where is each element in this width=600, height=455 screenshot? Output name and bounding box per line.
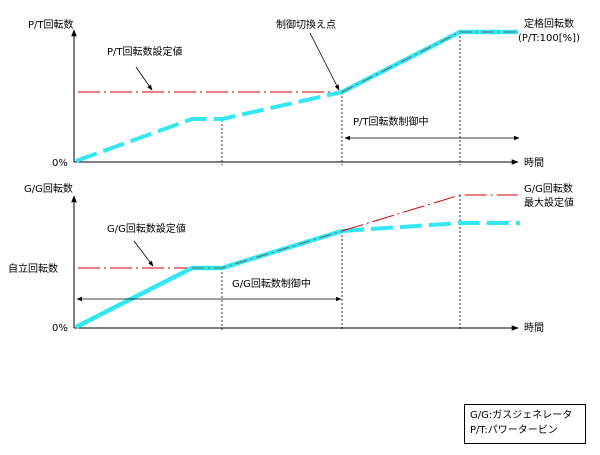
- top-x-axis-label: 時間: [524, 157, 544, 169]
- rated-speed-label: 定格回転数: [524, 17, 574, 30]
- pt-speed-controlled: [340, 29, 518, 95]
- top-y-axis-label: P/T回転数: [28, 18, 74, 31]
- gg-idle-label: 自立回転数: [8, 262, 58, 275]
- switch-point-pointer: [309, 32, 340, 91]
- gg-setpoint-label: G/G回転数設定値: [107, 222, 186, 235]
- abbreviation-legend: G/G:ガスジェネレータ P/T:パワータービン: [464, 404, 586, 444]
- gg-setpoint-overlay: [192, 230, 343, 269]
- bottom-chart: G/G回転数 0% 時間 自立回転数 G/G回転数設定値 G/G回転数制御中 G…: [8, 182, 574, 334]
- bottom-zero-label: 0%: [52, 323, 68, 334]
- bottom-x-axis-label: 時間: [524, 322, 544, 334]
- switch-point-label: 制御切換え点: [276, 18, 336, 31]
- rated-speed-sub-label: (P/T:100[%]): [518, 33, 580, 44]
- gg-max-setpoint-label-2: 最大設定値: [524, 196, 574, 209]
- bottom-y-axis-label: G/G回転数: [24, 182, 73, 195]
- gg-speed-dashed: [341, 221, 520, 233]
- gg-max-setpoint-line: [341, 194, 518, 232]
- pt-speed-dashed: [75, 90, 343, 163]
- top-zero-label: 0%: [52, 158, 68, 169]
- gg-control-range-label: G/G回転数制御中: [232, 277, 311, 290]
- pt-setpoint-overlay: [341, 31, 518, 93]
- pt-setpoint-pointer: [135, 66, 153, 91]
- pt-control-range-label: P/T回転数制御中: [353, 115, 429, 128]
- legend-pt: P/T:パワータービン: [470, 425, 558, 436]
- legend-gg: G/G:ガスジェネレータ: [470, 410, 573, 421]
- top-chart: P/T回転数 0% 時間 定格回転数 (P/T:100[%]) P/T回転数設定…: [28, 17, 580, 169]
- pt-setpoint-label: P/T回転数設定値: [107, 45, 183, 58]
- gg-setpoint-pointer: [133, 240, 154, 267]
- gg-max-setpoint-label-1: G/G回転数: [524, 182, 573, 195]
